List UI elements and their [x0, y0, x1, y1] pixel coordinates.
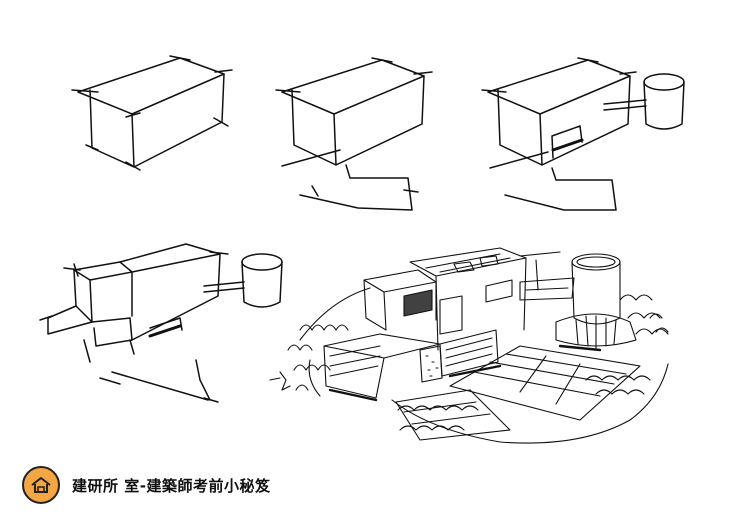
brand-text: 建研所 室-建築師考前小秘笈 [72, 476, 271, 495]
footer-brand: 建研所 室-建築師考前小秘笈 [22, 466, 270, 504]
sketch-step-3-box-cylinder [481, 57, 685, 211]
sketch-step-5-detailed-building [269, 247, 669, 444]
sketch-step-1-box [71, 55, 233, 171]
house-icon [22, 466, 60, 504]
sketch-step-2-box-site [275, 57, 433, 211]
sketch-step-4-massing [39, 243, 283, 403]
